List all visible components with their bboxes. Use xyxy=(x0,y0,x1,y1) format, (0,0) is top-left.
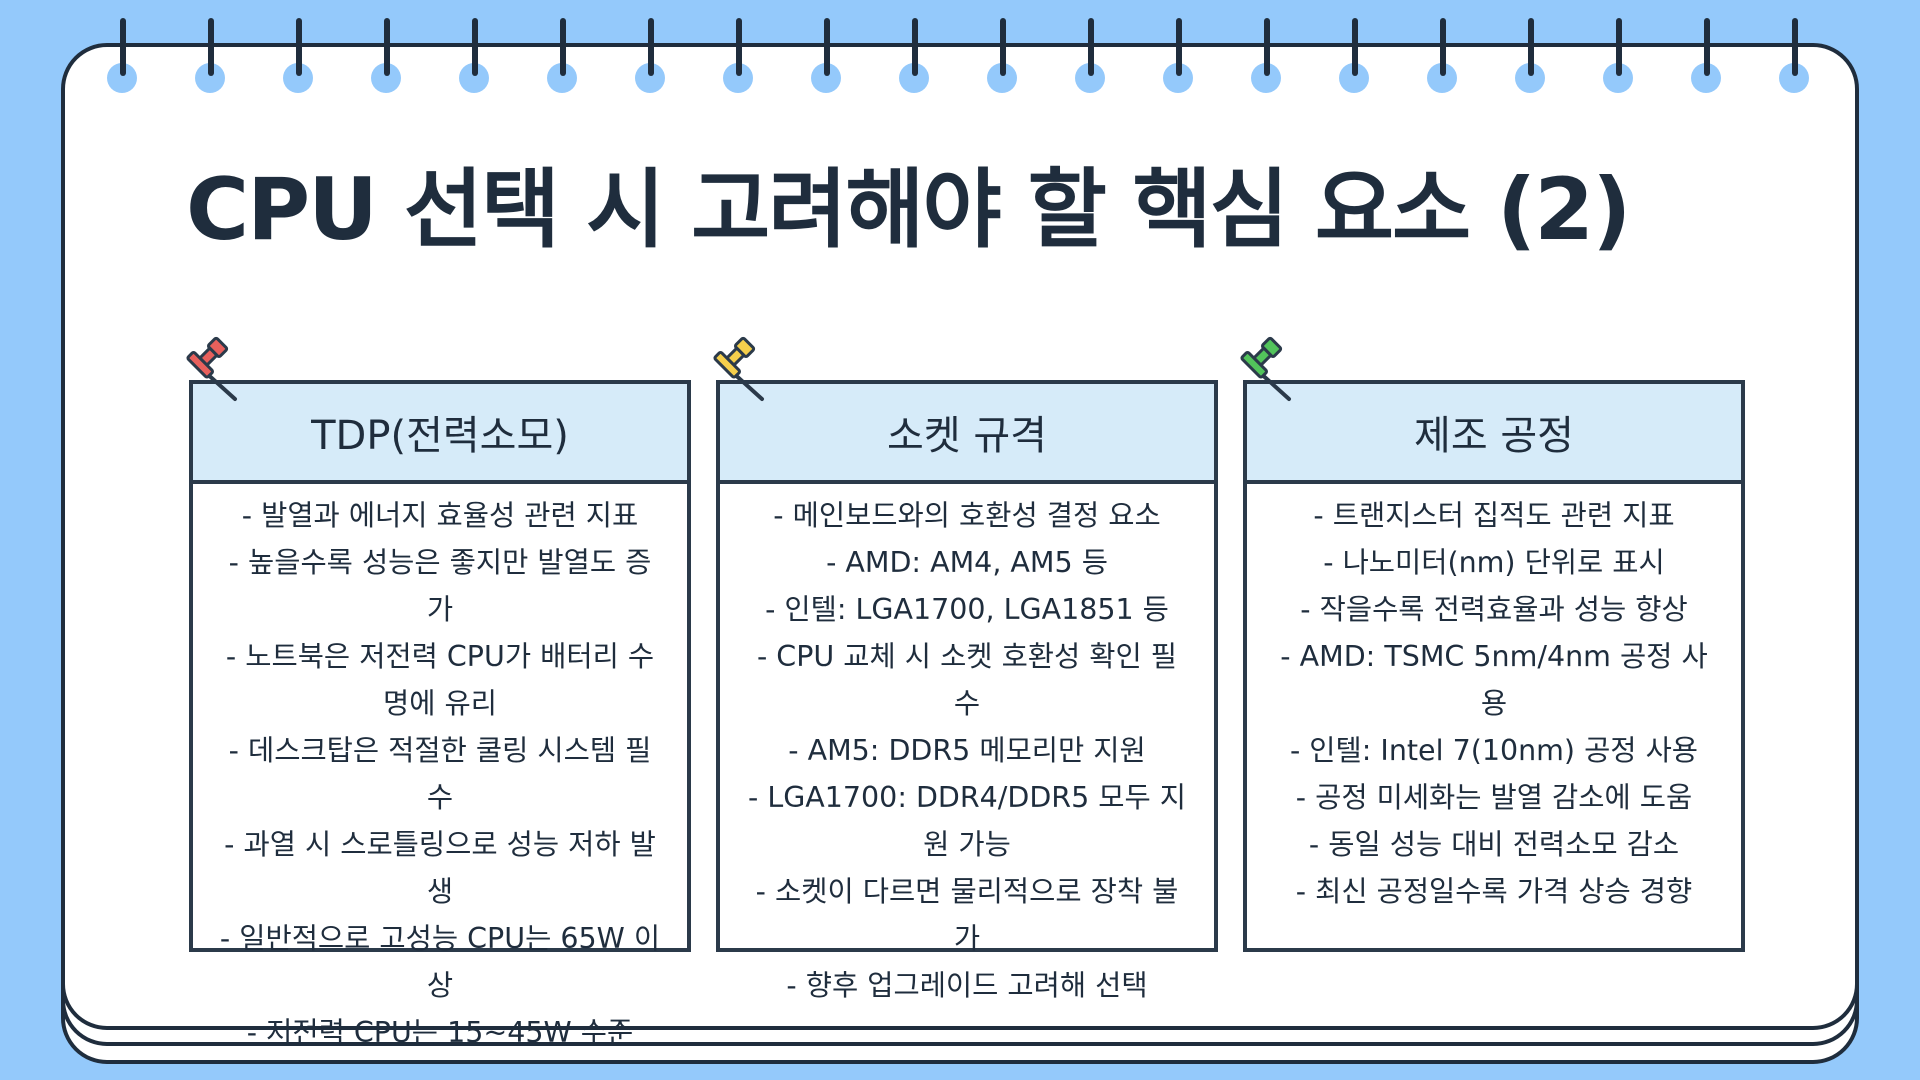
binding-ring xyxy=(723,18,755,93)
binding-ring xyxy=(811,18,843,93)
binding-wire xyxy=(736,18,742,76)
card-title: 제조 공정 xyxy=(1247,384,1741,484)
card-body: - 트랜지스터 집적도 관련 지표 - 나노미터(nm) 단위로 표시 - 작을… xyxy=(1247,492,1741,915)
green-pushpin-icon xyxy=(1240,336,1291,401)
binding-wire xyxy=(648,18,654,76)
list-item: - 인텔: Intel 7(10nm) 공정 사용 xyxy=(1289,734,1699,767)
pin-base xyxy=(186,351,214,379)
card-body: - 발열과 에너지 효율성 관련 지표 - 높을수록 성능은 좋지만 발열도 증… xyxy=(193,492,687,1056)
binding-ring xyxy=(283,18,315,93)
pin-base xyxy=(1240,351,1268,379)
list-item: - 저전력 CPU는 15~45W 수준 xyxy=(246,1016,634,1049)
list-item: - 데스크탑은 적절한 쿨링 시스템 필수 xyxy=(228,734,652,814)
binding-ring xyxy=(371,18,403,93)
list-item: - AMD: AM4, AM5 등 xyxy=(826,546,1108,579)
binding-ring xyxy=(635,18,667,93)
card-tdp: TDP(전력소모) - 발열과 에너지 효율성 관련 지표 - 높을수록 성능은… xyxy=(189,380,691,1049)
list-item: - CPU 교체 시 소켓 호환성 확인 필수 xyxy=(756,640,1178,720)
binding-ring xyxy=(547,18,579,93)
binding-wire xyxy=(296,18,302,76)
page-title: CPU 선택 시 고려해야 할 핵심 요소 (2) xyxy=(186,160,1631,260)
card-title: 소켓 규격 xyxy=(720,384,1214,484)
binding-wire xyxy=(824,18,830,76)
binding-wire xyxy=(208,18,214,76)
binding-wire xyxy=(384,18,390,76)
card-process: 제조 공정 - 트랜지스터 집적도 관련 지표 - 나노미터(nm) 단위로 표… xyxy=(1243,380,1745,952)
binding-ring xyxy=(1251,18,1283,93)
list-item: - 메인보드와의 호환성 결정 요소 xyxy=(773,499,1161,532)
binding-wire xyxy=(560,18,566,76)
binding-wire xyxy=(1176,18,1182,76)
list-item: - 일반적으로 고성능 CPU는 65W 이상 xyxy=(219,922,661,1002)
binding-wire xyxy=(1352,18,1358,76)
list-item: - 공정 미세화는 발열 감소에 도움 xyxy=(1295,781,1693,814)
binding-wire xyxy=(1528,18,1534,76)
binding-ring xyxy=(1603,18,1635,93)
binding-ring xyxy=(1163,18,1195,93)
card-socket: 소켓 규격 - 메인보드와의 호환성 결정 요소 - AMD: AM4, AM5… xyxy=(716,380,1218,1002)
list-item: - 작을수록 전력효율과 성능 향상 xyxy=(1300,593,1688,626)
binding-ring xyxy=(987,18,1019,93)
list-item: - 소켓이 다르면 물리적으로 장착 불가 xyxy=(755,875,1179,955)
list-item: - 동일 성능 대비 전력소모 감소 xyxy=(1308,828,1680,861)
binding-wire xyxy=(120,18,126,76)
binding-ring xyxy=(899,18,931,93)
card-body: - 메인보드와의 호환성 결정 요소 - AMD: AM4, AM5 등 - 인… xyxy=(720,492,1214,1009)
binding-ring xyxy=(1691,18,1723,93)
binding-wire xyxy=(912,18,918,76)
binding-ring xyxy=(1779,18,1811,93)
binding-wire xyxy=(1088,18,1094,76)
binding-ring xyxy=(107,18,139,93)
spiral-binding xyxy=(0,0,1920,100)
binding-wire xyxy=(1264,18,1270,76)
list-item: - 향후 업그레이드 고려해 선택 xyxy=(786,969,1148,1002)
binding-wire xyxy=(472,18,478,76)
binding-ring xyxy=(1339,18,1371,93)
binding-ring xyxy=(459,18,491,93)
pin-base xyxy=(713,351,741,379)
list-item: - 발열과 에너지 효율성 관련 지표 xyxy=(241,499,639,532)
list-item: - 최신 공정일수록 가격 상승 경향 xyxy=(1295,875,1693,908)
binding-wire xyxy=(1792,18,1798,76)
red-pushpin-icon xyxy=(186,336,237,401)
list-item: - 나노미터(nm) 단위로 표시 xyxy=(1323,546,1665,579)
binding-ring xyxy=(1515,18,1547,93)
binding-ring xyxy=(1427,18,1459,93)
list-item: - 인텔: LGA1700, LGA1851 등 xyxy=(765,593,1169,626)
binding-wire xyxy=(1704,18,1710,76)
binding-ring xyxy=(1075,18,1107,93)
binding-wire xyxy=(1440,18,1446,76)
list-item: - 과열 시 스로틀링으로 성능 저하 발생 xyxy=(224,828,656,908)
list-item: - 높을수록 성능은 좋지만 발열도 증가 xyxy=(228,546,652,626)
card-title: TDP(전력소모) xyxy=(193,384,687,484)
binding-ring xyxy=(195,18,227,93)
list-item: - AM5: DDR5 메모리만 지원 xyxy=(788,734,1146,767)
binding-wire xyxy=(1616,18,1622,76)
list-item: - LGA1700: DDR4/DDR5 모두 지원 가능 xyxy=(747,781,1187,861)
yellow-pushpin-icon xyxy=(713,336,764,401)
list-item: - 노트북은 저전력 CPU가 배터리 수명에 유리 xyxy=(225,640,655,720)
list-item: - 트랜지스터 집적도 관련 지표 xyxy=(1313,499,1675,532)
binding-wire xyxy=(1000,18,1006,76)
list-item: - AMD: TSMC 5nm/4nm 공정 사용 xyxy=(1280,640,1708,720)
